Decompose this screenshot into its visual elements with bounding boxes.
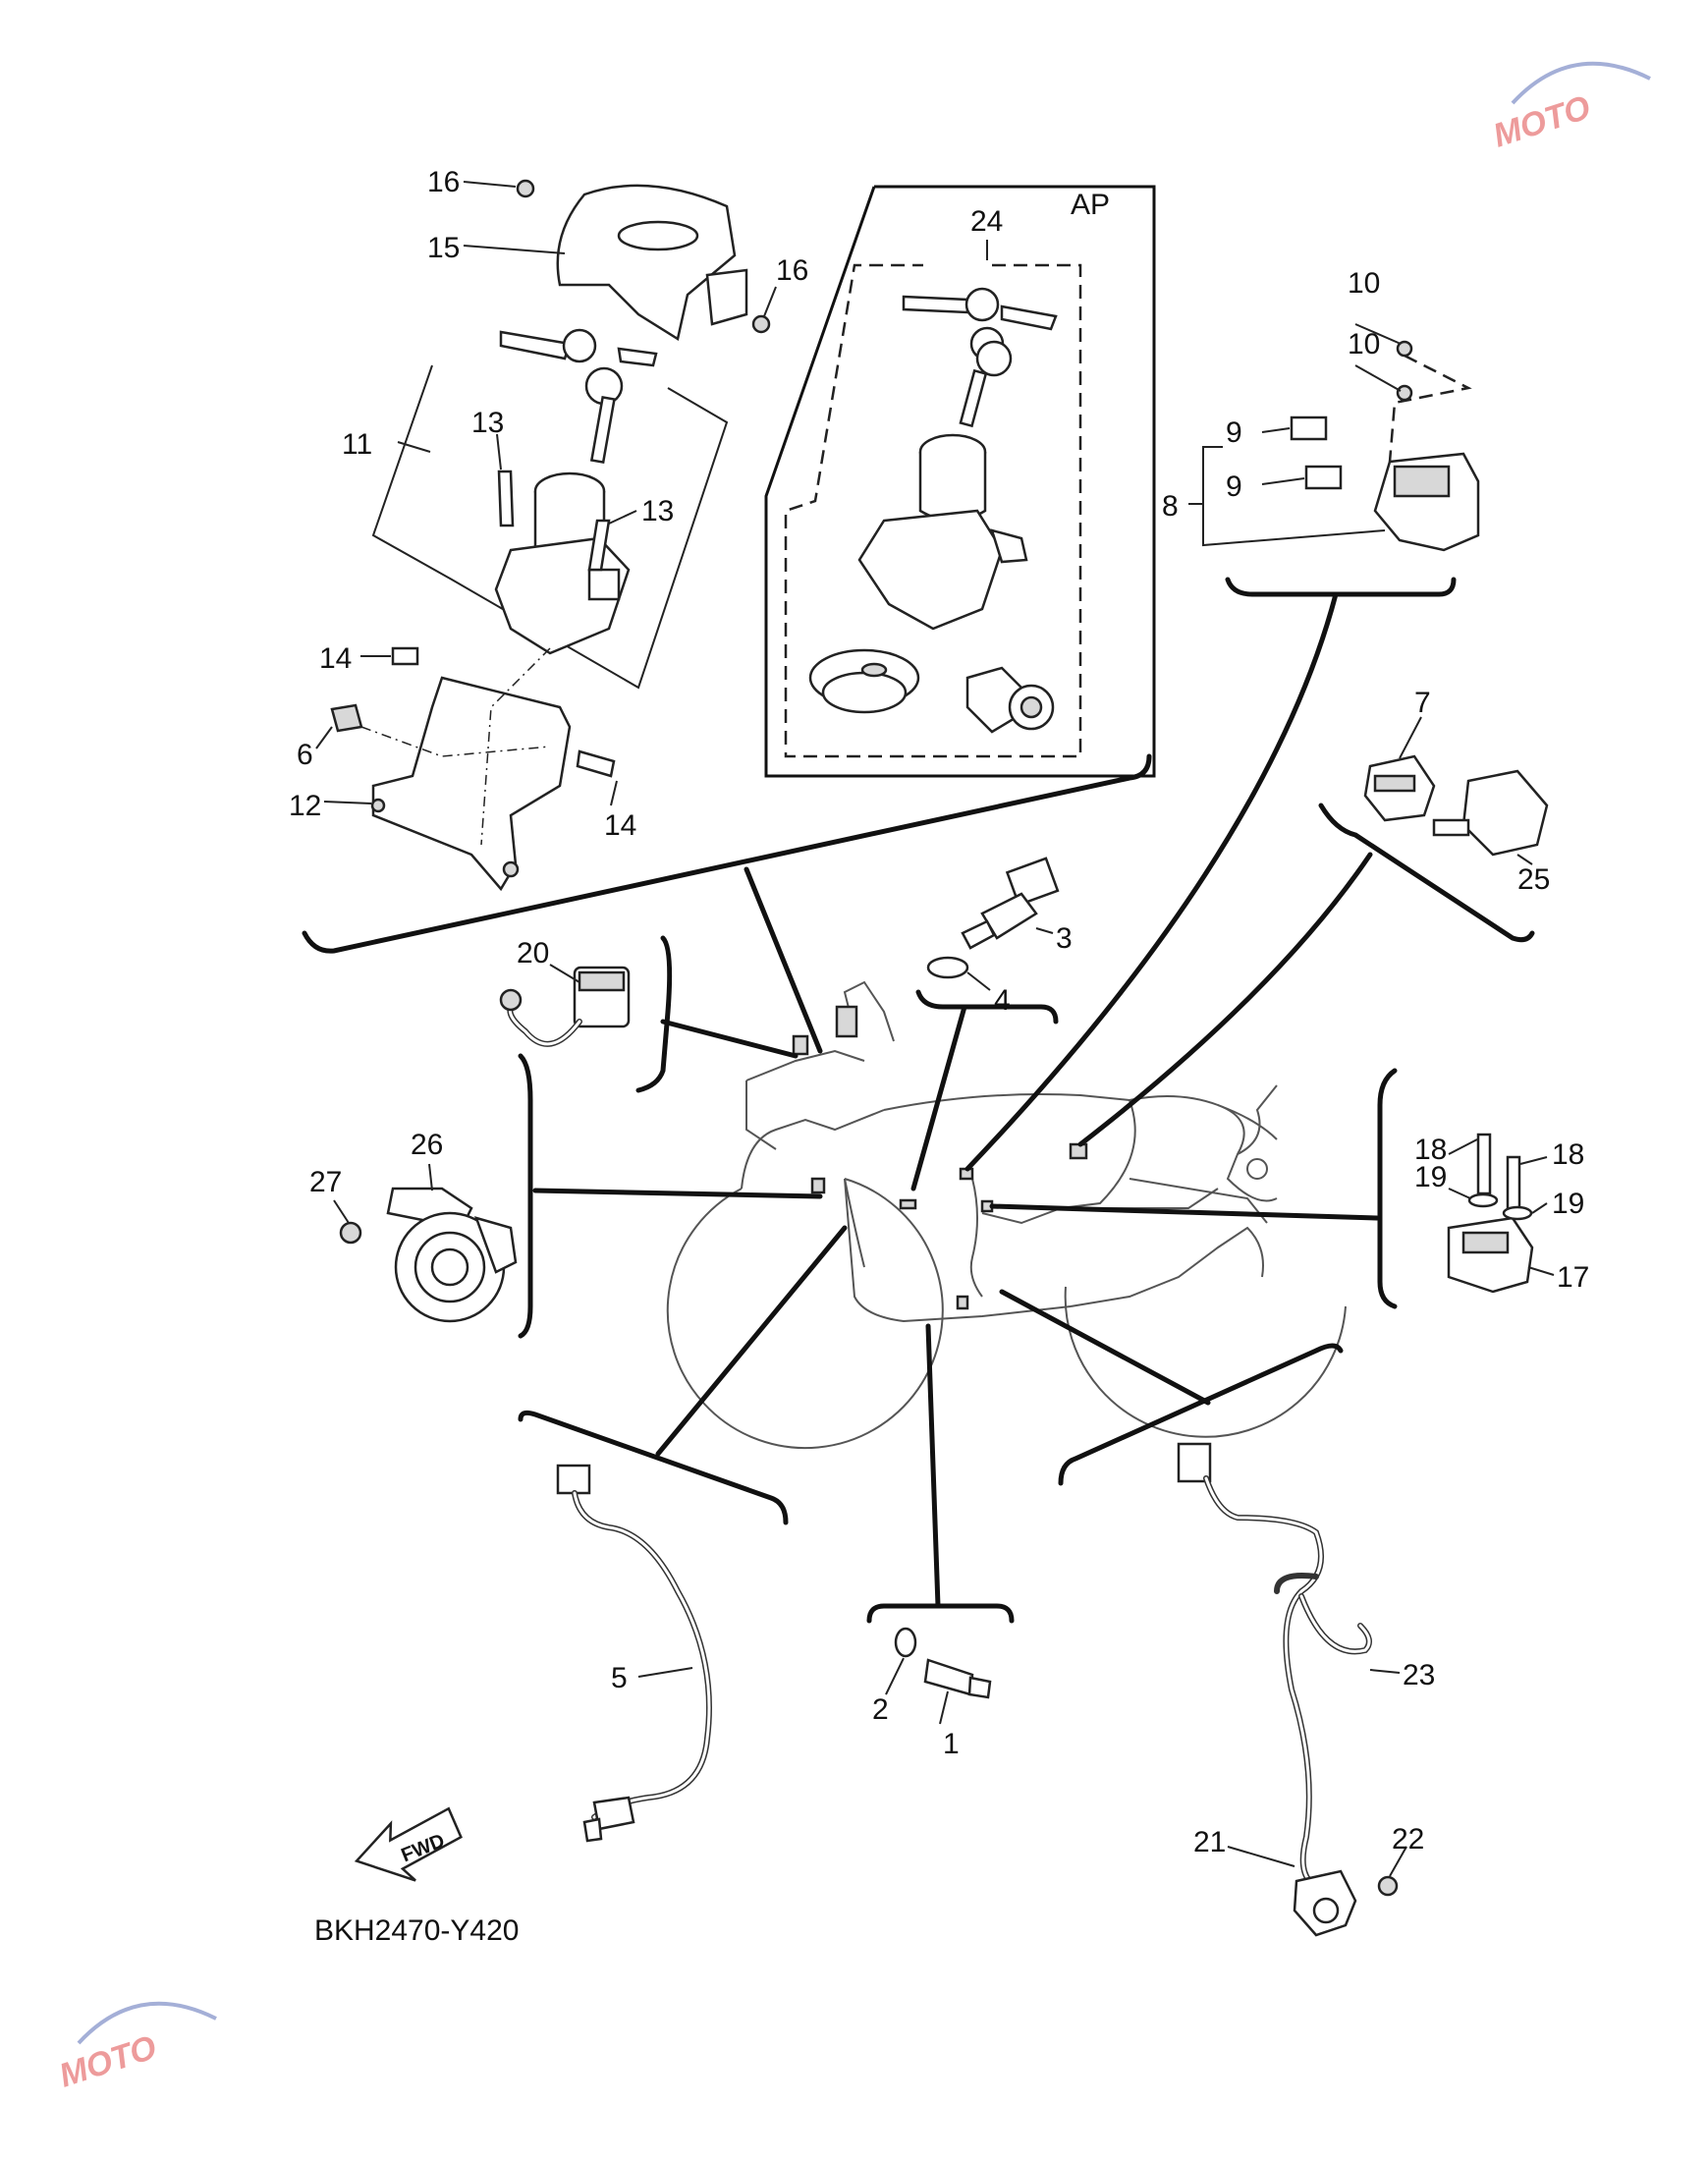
bolt-part	[576, 749, 616, 778]
clip-part	[330, 703, 363, 733]
switch-1-2	[885, 1627, 992, 1725]
callout-16a: 16	[427, 166, 460, 198]
callout-24: 24	[970, 205, 1003, 238]
key-set-assembly	[764, 185, 1156, 778]
callout-26: 26	[411, 1129, 443, 1161]
connector-part	[556, 1464, 591, 1495]
washer-part	[926, 956, 969, 979]
svg-text:MOTO: MOTO	[1489, 88, 1595, 154]
callout-10b: 10	[1348, 328, 1380, 360]
fuse-part	[1304, 465, 1343, 490]
screw-part	[751, 314, 771, 334]
callout-19a: 19	[1414, 1161, 1447, 1193]
sensor-body-part	[1447, 1216, 1534, 1294]
callout-12: 12	[289, 790, 321, 822]
callout-16b: 16	[776, 254, 808, 287]
screw-part	[516, 179, 535, 198]
sensor-21-harness	[1177, 1442, 1407, 1937]
callout-21: 21	[1193, 1826, 1226, 1858]
market-label: AP	[1071, 189, 1110, 221]
callout-14b: 14	[604, 809, 636, 842]
relay-pair	[1363, 716, 1549, 865]
callout-9b: 9	[1226, 471, 1242, 503]
callout-5: 5	[611, 1662, 628, 1694]
callout-14a: 14	[319, 642, 352, 675]
callout-2: 2	[872, 1693, 889, 1726]
callout-4: 4	[994, 984, 1011, 1017]
callout-22: 22	[1392, 1823, 1424, 1856]
handlebar-cover-part	[556, 184, 737, 341]
washer-part	[894, 1627, 917, 1658]
callout-3: 3	[1056, 922, 1073, 955]
sensor-17-assembly	[1447, 1133, 1555, 1294]
washer-part	[1502, 1205, 1533, 1221]
callout-15: 15	[427, 232, 460, 264]
relay-assembly	[1188, 323, 1480, 552]
screw-part	[339, 1221, 362, 1245]
horn-assembly	[333, 1163, 518, 1323]
sensor-20	[499, 964, 631, 1047]
switch-part	[923, 1658, 974, 1696]
relay-part	[1461, 769, 1549, 857]
sensor-connector-part	[1005, 857, 1060, 907]
callout-20: 20	[517, 937, 549, 970]
bolt-part	[1506, 1155, 1521, 1213]
callout-23: 23	[1403, 1659, 1435, 1691]
fuse-part	[1290, 416, 1328, 441]
washer-part	[1467, 1192, 1499, 1208]
watermark-bottom-left: MOTO	[55, 2001, 217, 2095]
screw-part	[1396, 384, 1413, 402]
callout-9a: 9	[1226, 416, 1242, 449]
callout-18b: 18	[1552, 1138, 1584, 1171]
callout-10a: 10	[1348, 267, 1380, 300]
connector-part	[1177, 1442, 1212, 1483]
screw-part	[1377, 1875, 1399, 1897]
callout-19b: 19	[1552, 1188, 1584, 1220]
callout-11: 11	[342, 428, 372, 461]
callout-1: 1	[943, 1728, 960, 1760]
callout-25: 25	[1517, 863, 1550, 896]
bolt-part	[587, 519, 611, 572]
main-switch-assembly	[315, 179, 777, 892]
bracket-part	[371, 676, 572, 892]
forward-arrow: FWD	[354, 1806, 463, 1882]
sensor-5-cable	[556, 1464, 712, 1843]
bolt-part	[497, 470, 515, 527]
svg-text:MOTO: MOTO	[55, 2028, 161, 2094]
callout-13a: 13	[471, 407, 504, 439]
watermark-top-right: MOTO	[1489, 61, 1651, 155]
bolt-part	[1476, 1133, 1492, 1195]
callout-27: 27	[309, 1166, 342, 1198]
callout-18a: 18	[1414, 1134, 1447, 1166]
bolt-part	[391, 646, 419, 666]
callout-6: 6	[297, 739, 313, 771]
callout-8: 8	[1162, 490, 1179, 523]
callout-13b: 13	[641, 495, 674, 527]
callout-17: 17	[1557, 1261, 1589, 1294]
callout-7: 7	[1414, 687, 1431, 719]
callout-labels: 1 2 3 4 5 6 7 8 9 9 10 10 11 12 13 13 14…	[289, 166, 1589, 1858]
group-connectors	[302, 577, 1535, 1624]
sensor-3-4	[926, 857, 1060, 991]
drawing-code: BKH2470-Y420	[314, 1914, 519, 1947]
